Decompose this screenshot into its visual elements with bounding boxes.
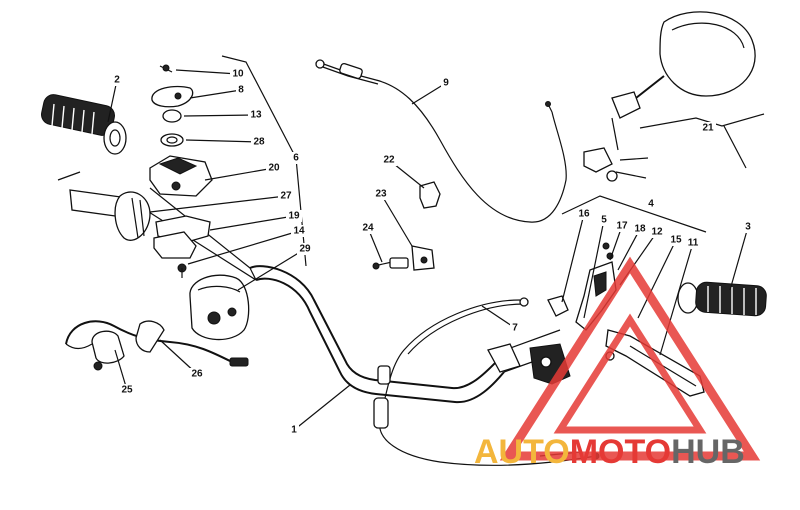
callout-19: 19 bbox=[288, 211, 300, 222]
callout-bg-28 bbox=[251, 136, 267, 148]
callout-bg-24 bbox=[360, 222, 376, 234]
callout-8: 8 bbox=[238, 85, 244, 96]
callout-28: 28 bbox=[253, 137, 265, 148]
callout-bg-25 bbox=[119, 384, 135, 396]
callout-13: 13 bbox=[250, 110, 262, 121]
callout-7: 7 bbox=[512, 323, 518, 334]
left-switch-assembly bbox=[69, 64, 213, 278]
callout-6: 6 bbox=[293, 153, 299, 164]
callout-20: 20 bbox=[268, 163, 280, 174]
callout-bg-26 bbox=[189, 368, 205, 380]
callout-17: 17 bbox=[616, 221, 628, 232]
leader-line-29 bbox=[237, 248, 306, 291]
callout-27: 27 bbox=[280, 191, 292, 202]
leader-line-13 bbox=[183, 114, 257, 117]
callout-4: 4 bbox=[648, 199, 654, 210]
callout-23: 23 bbox=[375, 189, 387, 200]
callout-bg-1 bbox=[289, 424, 299, 436]
watermark-hub: HUB bbox=[671, 433, 745, 471]
callout-bg-18 bbox=[632, 223, 648, 235]
leader-line-16 bbox=[561, 213, 585, 303]
small-clamps bbox=[372, 181, 441, 271]
mirror bbox=[583, 11, 756, 182]
watermark-moto: MOTO bbox=[570, 433, 671, 471]
callout-bg-5 bbox=[599, 214, 609, 226]
callout-9: 9 bbox=[443, 78, 449, 89]
callout-bg-23 bbox=[373, 188, 389, 200]
leader-line-9 bbox=[411, 82, 447, 105]
leader-line-14 bbox=[187, 230, 300, 265]
svg-text:AUTOMOTOHUB: AUTOMOTOHUB bbox=[474, 433, 745, 471]
leader-line-23 bbox=[380, 193, 413, 247]
cable-9 bbox=[315, 59, 567, 223]
callout-15: 15 bbox=[670, 235, 682, 246]
callout-bg-15 bbox=[668, 234, 684, 246]
callout-bg-13 bbox=[248, 109, 264, 121]
callout-bg-19 bbox=[286, 210, 302, 222]
callout-bg-2 bbox=[112, 74, 122, 86]
callout-bg-10 bbox=[230, 68, 246, 80]
callout-11: 11 bbox=[688, 238, 699, 249]
leader-line-19 bbox=[209, 215, 295, 231]
leader-line-27 bbox=[149, 195, 287, 213]
callout-bg-20 bbox=[266, 162, 282, 174]
throttle-housing bbox=[189, 274, 250, 341]
callout-21: 21 bbox=[702, 123, 714, 134]
leader-line-7 bbox=[481, 305, 516, 329]
callout-bg-22 bbox=[381, 154, 397, 166]
leader-line-5 bbox=[583, 219, 605, 319]
callout-16: 16 bbox=[578, 209, 590, 220]
leader-line-8 bbox=[189, 89, 242, 99]
leader-line-10 bbox=[175, 69, 239, 75]
callout-bg-8 bbox=[236, 84, 246, 96]
callout-bg-9 bbox=[441, 77, 451, 89]
callout-29: 29 bbox=[299, 244, 311, 255]
right-grip bbox=[677, 281, 767, 317]
callout-bg-14 bbox=[291, 225, 307, 237]
callout-10: 10 bbox=[232, 69, 244, 80]
leader-line-18 bbox=[617, 228, 641, 271]
left-grip bbox=[41, 94, 127, 155]
callout-5: 5 bbox=[601, 215, 607, 226]
leader-line-3 bbox=[729, 226, 749, 291]
callout-1: 1 bbox=[291, 425, 297, 436]
watermark-inner-triangle bbox=[553, 313, 707, 434]
callout-bg-27 bbox=[278, 190, 294, 202]
callout-bg-21 bbox=[700, 122, 716, 134]
callout-26: 26 bbox=[191, 369, 203, 380]
callout-12: 12 bbox=[651, 227, 663, 238]
watermark: AUTOMOTOHUB bbox=[474, 256, 761, 471]
callout-14: 14 bbox=[293, 226, 305, 237]
callout-18: 18 bbox=[634, 224, 646, 235]
watermark-auto: AUTO bbox=[474, 433, 570, 471]
callout-bg-3 bbox=[743, 221, 753, 233]
callout-22: 22 bbox=[383, 155, 395, 166]
callout-bg-7 bbox=[510, 322, 520, 334]
leader-line-20 bbox=[204, 167, 275, 181]
callout-2: 2 bbox=[114, 75, 120, 86]
callout-bg-16 bbox=[576, 208, 592, 220]
leader-line-11 bbox=[659, 242, 694, 356]
leader-line-28 bbox=[185, 139, 260, 143]
callout-bg-12 bbox=[649, 226, 665, 238]
leader-line-25 bbox=[114, 349, 128, 391]
callout-bg-11 bbox=[685, 237, 701, 249]
callout-24: 24 bbox=[362, 223, 374, 234]
callout-bg-6 bbox=[291, 152, 301, 164]
callout-bg-29 bbox=[297, 243, 313, 255]
leader-line-15 bbox=[637, 239, 677, 319]
leader-line-1 bbox=[293, 384, 351, 431]
callout-bg-4 bbox=[646, 198, 656, 210]
callout-bg-17 bbox=[614, 220, 630, 232]
watermark-triangle bbox=[499, 256, 761, 461]
callout-3: 3 bbox=[745, 222, 751, 233]
leader-line-2 bbox=[107, 79, 118, 123]
callout-25: 25 bbox=[121, 385, 133, 396]
